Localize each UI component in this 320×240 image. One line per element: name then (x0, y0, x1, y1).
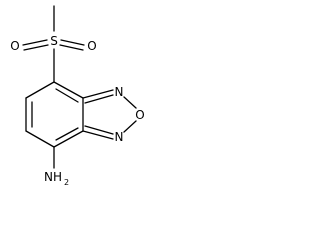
bond-c3a-n-upper-a (82, 89, 114, 99)
bond-c4-c5 (25, 81, 55, 99)
bond-c7-c7a (53, 130, 84, 148)
bond-o-n-lower (123, 120, 137, 133)
atom-oxygen-sulfonyl-right: O (87, 39, 96, 53)
structure-canvas: S O O N O N NH 2 (0, 0, 152, 214)
bond-sulfur-oxygen-left-a (22, 39, 48, 46)
bond-c7-c7a-inner (55, 127, 79, 141)
atom-nitrogen-upper: N (115, 85, 124, 99)
molecule-drawing: S O O N O N NH 2 (10, 5, 145, 187)
bond-c3a-n-upper-b (84, 94, 114, 104)
bond-c6-c7 (25, 130, 55, 148)
bond-n-upper-o (123, 96, 137, 109)
bond-c7a-n-lower-a (82, 130, 114, 140)
atom-sulfur: S (50, 34, 58, 48)
atom-amine: NH (44, 170, 62, 184)
atom-amine-subscript: 2 (64, 178, 69, 187)
bond-sulfur-oxygen-right-a (60, 39, 85, 46)
bond-c3a-c4 (53, 81, 84, 99)
atom-oxygen-ring: O (135, 108, 144, 122)
bond-c3a-c4-inner (55, 88, 79, 103)
bond-c7a-n-lower-b (84, 125, 114, 135)
bond-sulfur-oxygen-right-b (59, 44, 84, 51)
bond-sulfur-oxygen-left-b (23, 44, 49, 51)
atom-oxygen-sulfonyl-left: O (10, 39, 19, 53)
atom-nitrogen-lower: N (115, 130, 124, 144)
